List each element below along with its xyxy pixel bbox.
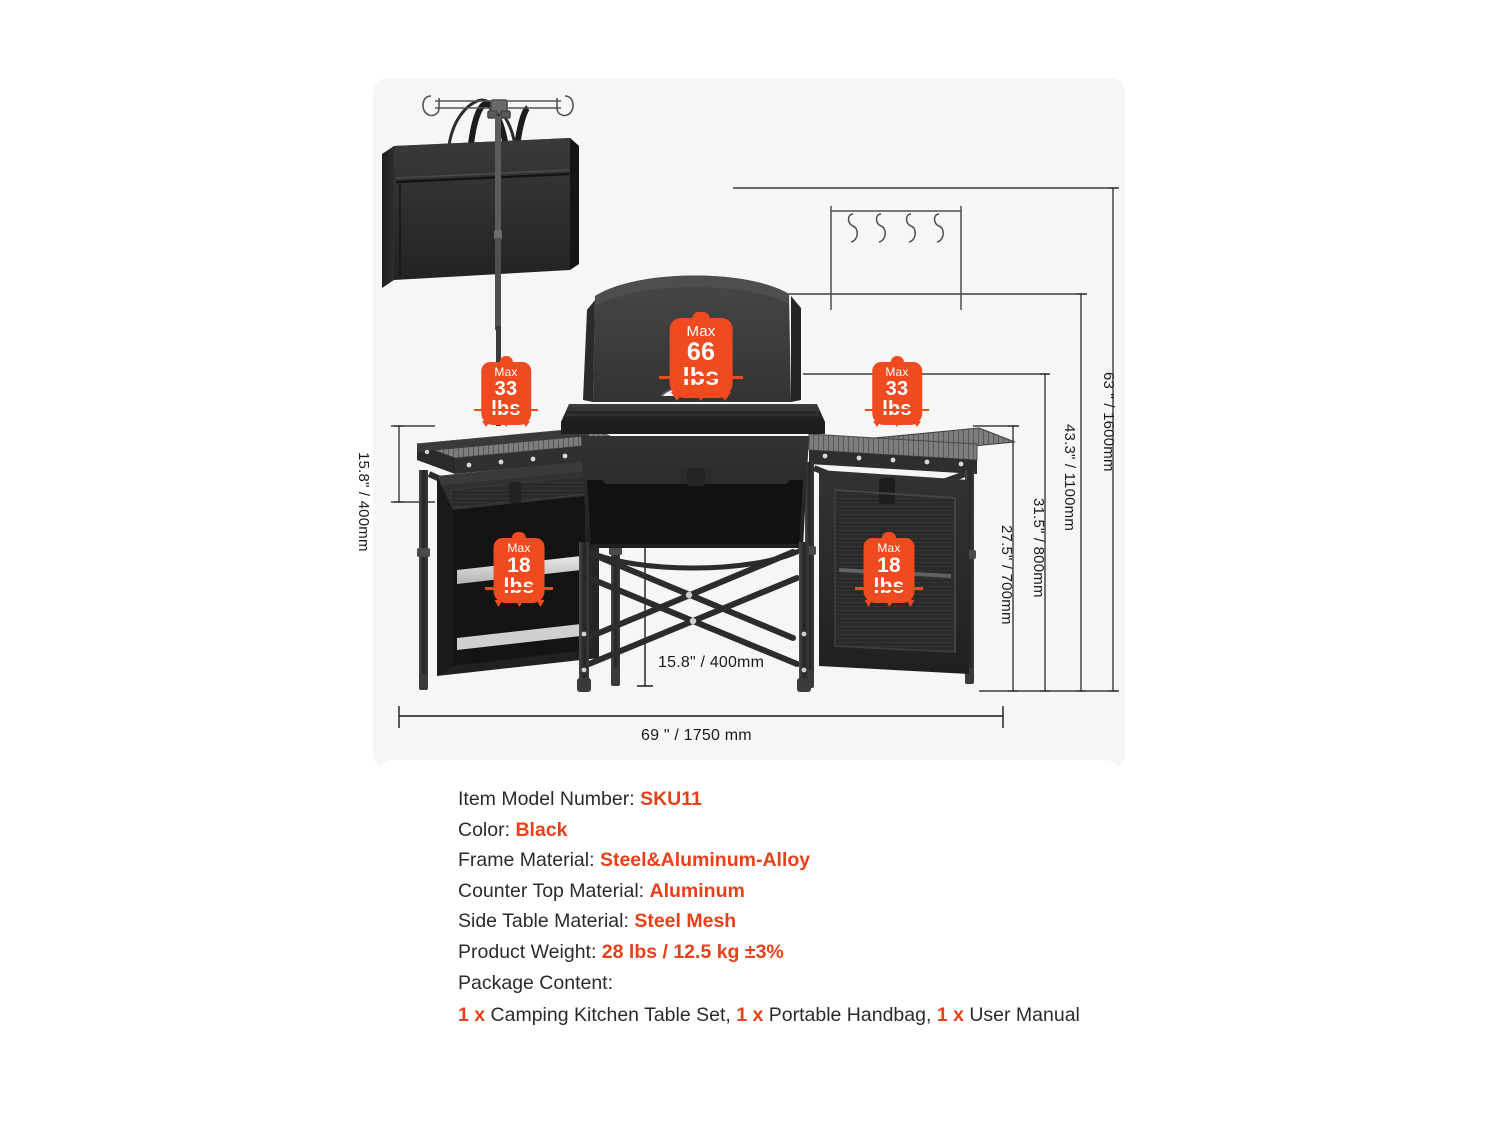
load-badge-body: Max 18 lbs [863, 538, 915, 603]
spec-value: Black [515, 818, 568, 841]
dimension-center-under-frame: 15.8" / 400mm [658, 654, 765, 671]
spec-label: Item Model Number: [458, 788, 641, 810]
load-badge-arrows [488, 594, 551, 607]
load-badge-arrows [858, 594, 921, 607]
load-badge-max-label: Max [686, 323, 716, 340]
load-badge-value: 66 lbs [682, 338, 720, 391]
load-badge-max-label: Max [507, 541, 531, 555]
portable-handbag-illustration [382, 98, 579, 288]
down-arrow-icon [867, 415, 887, 427]
down-arrow-icon [476, 415, 496, 427]
down-arrow-icon [713, 384, 737, 401]
package-item-qty: 1 x [736, 1004, 764, 1027]
dimension-lamp-pole-height: 43.3" / 1100mm [1061, 424, 1078, 532]
down-arrow-icon [516, 415, 536, 427]
down-arrow-icon [887, 415, 907, 427]
spec-label: Package Content: [458, 971, 614, 994]
specification-card: Item Model Number: SKU11 Color: Black Fr… [373, 760, 1125, 1042]
load-badge-rule [485, 587, 553, 590]
load-badge-rule [855, 587, 923, 590]
down-arrow-icon [689, 384, 713, 401]
load-badge-max-label: Max [877, 541, 901, 555]
load-badge-arrows [867, 415, 927, 427]
spec-row-package-items: 1 x Camping Kitchen Table Set, 1 x Porta… [458, 1000, 1098, 1031]
down-arrow-icon [509, 594, 530, 607]
load-badge-rule [474, 409, 538, 411]
down-arrow-icon [858, 594, 879, 607]
spec-label: Counter Top Material: [458, 879, 650, 902]
load-badge-value: 33 lbs [882, 378, 912, 420]
spec-value: SKU11 [640, 788, 702, 810]
down-arrow-icon [530, 594, 551, 607]
dimension-windscreen-height: 31.5" / 800mm [1030, 498, 1047, 598]
spec-row-package-content-title: Package Content: [458, 968, 1098, 999]
package-item-name: User Manual [963, 1004, 1080, 1027]
spec-label: Side Table Material: [458, 910, 635, 933]
spec-row-counter-top-material: Counter Top Material: Aluminum [458, 876, 1098, 907]
spec-value: Steel&Aluminum-Alloy [599, 849, 811, 872]
load-badge-arrows [665, 384, 737, 401]
package-item-qty: 1 x [458, 1004, 486, 1027]
dimension-counter-height: 27.5" / 700mm [998, 525, 1015, 625]
specification-list: Item Model Number: SKU11 Color: Black Fr… [458, 784, 1098, 1031]
down-arrow-icon [900, 594, 921, 607]
spec-row-frame-material: Frame Material: Steel&Aluminum-Alloy [458, 845, 1098, 876]
load-badge-max-label: Max [494, 365, 518, 379]
load-badge-value: 33 lbs [491, 378, 521, 420]
package-item-name: Portable Handbag, [763, 1004, 932, 1027]
spec-label: Color: [458, 818, 516, 841]
down-arrow-icon [496, 415, 516, 427]
spec-row-color: Color: Black [458, 815, 1098, 846]
down-arrow-icon [488, 594, 509, 607]
spec-value: 28 lbs / 12.5 kg ±3% [601, 940, 784, 963]
spec-label: Product Weight: [458, 940, 602, 963]
load-badge-rule [659, 376, 743, 379]
load-badge-arrows [476, 415, 536, 427]
load-badge-value: 18 lbs [874, 554, 905, 597]
load-badge-rule [865, 409, 929, 411]
spec-label: Frame Material: [458, 849, 600, 872]
load-badge-max-label: Max [885, 365, 909, 379]
package-item-qty: 1 x [936, 1004, 964, 1027]
dimension-total-height: 63 " / 1600mm [1100, 372, 1117, 472]
spec-value: Aluminum [649, 879, 745, 902]
down-arrow-icon [907, 415, 927, 427]
spec-value: Steel Mesh [634, 910, 737, 933]
load-badge-body: Max 18 lbs [493, 538, 545, 603]
package-item-name: Camping Kitchen Table Set, [485, 1004, 731, 1027]
down-arrow-icon [879, 594, 900, 607]
dimension-left-table-height: 15.8" / 400mm [355, 452, 372, 552]
down-arrow-icon [665, 384, 689, 401]
load-badge-value: 18 lbs [504, 554, 535, 597]
spec-row-product-weight: Product Weight: 28 lbs / 12.5 kg ±3% [458, 937, 1098, 968]
spec-row-side-table-material: Side Table Material: Steel Mesh [458, 906, 1098, 937]
spec-row-model: Item Model Number: SKU11 [458, 784, 1098, 815]
dimension-total-width: 69 " / 1750 mm [641, 727, 752, 744]
